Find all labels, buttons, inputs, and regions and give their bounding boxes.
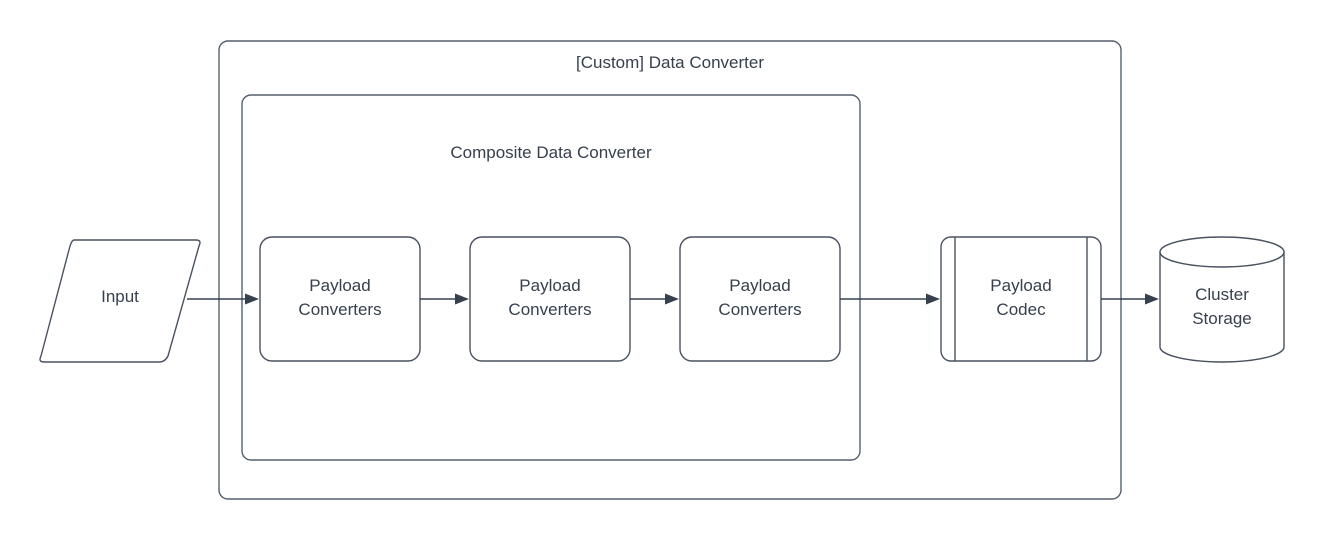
node-input[interactable] <box>39 239 201 363</box>
node-payload-codec[interactable] <box>940 236 1102 362</box>
connector-converter-3-to-codec <box>840 293 940 305</box>
connector-codec-to-cluster-storage <box>1101 293 1159 305</box>
node-payload-converters-3[interactable] <box>679 236 841 362</box>
node-payload-converters-2[interactable] <box>469 236 631 362</box>
connector-converter-1-to-converter-2 <box>420 293 469 305</box>
connector-converter-2-to-converter-3 <box>630 293 679 305</box>
node-cluster-storage[interactable] <box>1159 236 1285 363</box>
connector-input-to-converter-1 <box>187 293 259 305</box>
node-payload-converters-1[interactable] <box>259 236 421 362</box>
container-composite-data-converter[interactable] <box>241 94 861 461</box>
container-custom-data-converter[interactable] <box>218 40 1122 500</box>
